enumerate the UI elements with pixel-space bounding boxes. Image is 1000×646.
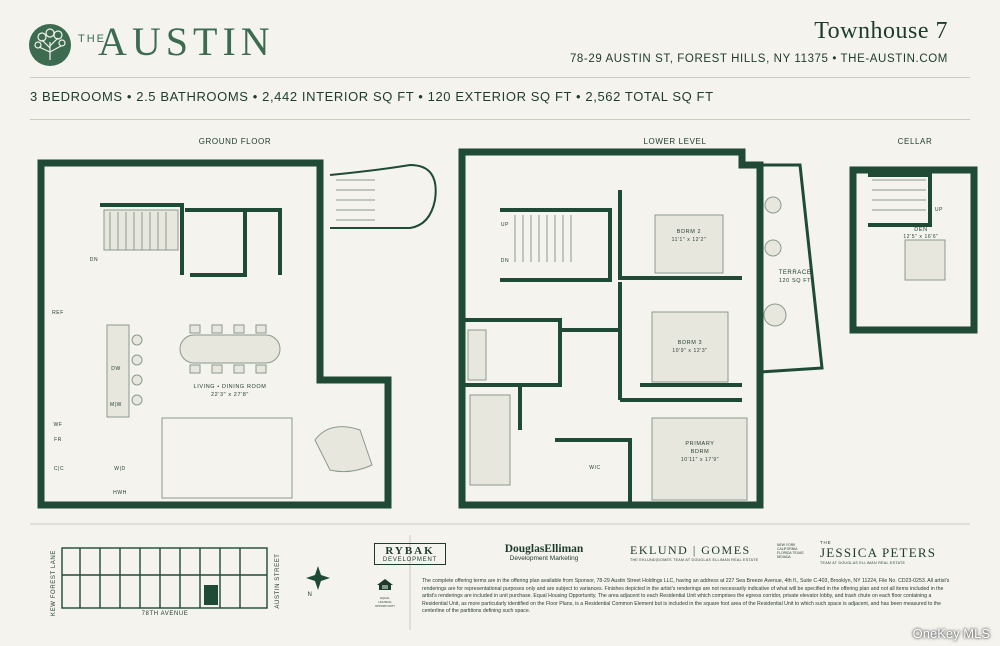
eho-2: OPPORTUNITY: [374, 604, 396, 608]
den-sofa: [904, 239, 946, 281]
stairs-ground: [103, 209, 179, 251]
dn-lower: DN: [500, 258, 510, 264]
key-north: N: [307, 592, 313, 598]
ground-floor-walls: [37, 159, 392, 509]
dw-label: DW: [111, 366, 121, 372]
de-sub: Development Marketing: [509, 555, 579, 562]
living-dining-name: LIVING • DINING ROOM: [193, 384, 267, 390]
key-avenue: 78TH AVENUE: [141, 611, 189, 617]
wf-label: WF: [53, 422, 63, 428]
eklund-gomes-logo: EKLUND | GOMES THE EKLUND|GOMES TEAM AT …: [630, 543, 810, 562]
specs-divider: [30, 119, 970, 120]
dn-ground: DN: [89, 257, 99, 263]
piano: [314, 426, 373, 473]
fine-print: The complete offering terms are in the o…: [422, 578, 950, 615]
bdrm3-name: BDRM 3: [677, 340, 703, 346]
jp-sub: TEAM AT DOUGLAS ELLIMAN REAL ESTATE: [820, 561, 906, 565]
eklund-sub: THE EKLUND|GOMES TEAM AT DOUGLAS ELLIMAN…: [630, 558, 759, 562]
cellar-title: CELLAR: [897, 137, 933, 146]
terrace-name: TERRACE: [778, 270, 812, 276]
ground-floor-title: GROUND FLOOR: [198, 137, 272, 146]
den-dims: 12'5" x 16'6": [903, 234, 939, 240]
dining-table: [179, 334, 281, 364]
primary-name-2: BDRM: [690, 449, 710, 455]
terrace-dims: 120 SQ FT: [778, 278, 812, 284]
jp-the: THE: [820, 540, 832, 545]
compass-icon: [306, 566, 330, 590]
key-plan: [61, 547, 268, 609]
unit-specs: 3 BEDROOMS • 2.5 BATHROOMS • 2,442 INTER…: [30, 89, 714, 104]
bdrm2-dims: 11'1" x 12'2": [671, 237, 707, 243]
equal-housing-logo: EQUAL HOUSING OPPORTUNITY: [374, 578, 396, 608]
living-dining-dims: 22'3" x 27'8": [211, 392, 249, 398]
eklund-states: NEW YORK CALIFORNIA FLORIDA TEXAS NEVADA: [777, 543, 804, 559]
douglas-elliman-logo: DouglasElliman Development Marketing: [489, 543, 599, 562]
cellar-walls: [849, 166, 978, 334]
key-plan-unit: [204, 585, 218, 605]
wd-label: W|D: [114, 466, 126, 472]
mw-label: M|W: [110, 402, 122, 408]
den-name: DEN: [914, 227, 928, 233]
de-title: DouglasElliman: [504, 543, 584, 555]
rybak-logo: RYBAK DEVELOPMENT: [374, 543, 446, 565]
sofa: [161, 417, 293, 499]
unit-title: Townhouse 7: [814, 18, 948, 44]
bdrm3-dims: 10'9" x 12'3": [672, 348, 708, 354]
cc-label: C|C: [53, 466, 65, 472]
unit-address: 78-29 AUSTIN ST, FOREST HILLS, NY 11375 …: [569, 53, 948, 65]
bdrm2-name: BDRM 2: [676, 229, 702, 235]
up-cellar: UP: [934, 207, 944, 213]
wic-label: WIC: [589, 465, 601, 471]
eklund-title: EKLUND | GOMES: [630, 543, 751, 557]
rybak-sub: DEVELOPMENT: [382, 557, 438, 563]
bed-primary: [651, 417, 748, 501]
primary-dims: 10'11" x 17'9": [680, 457, 720, 463]
bed-bdrm3: [651, 311, 729, 383]
brand-the: THE: [78, 33, 106, 45]
kitchen-island: [106, 324, 130, 418]
eho-1: EQUAL HOUSING: [378, 596, 392, 604]
up-lower: UP: [500, 222, 510, 228]
key-kew-forest: KEW FOREST LANE: [51, 550, 57, 616]
equal-housing-icon: [377, 579, 393, 590]
brand-name: AUSTIN: [98, 19, 275, 64]
fr-label: FR: [54, 437, 62, 443]
key-street: AUSTIN STREET: [275, 553, 281, 609]
jessica-peters-logo: THE JESSICA PETERS TEAM AT DOUGLAS ELLIM…: [820, 540, 960, 565]
header-divider: [30, 77, 970, 78]
lower-level-title: LOWER LEVEL: [643, 137, 707, 146]
tree-emblem-icon: [29, 24, 71, 66]
ref-label: REF: [52, 310, 64, 316]
bed-bdrm2: [654, 214, 724, 274]
hwh-label: HWH: [113, 490, 127, 496]
rybak-title: RYBAK: [385, 545, 435, 557]
primary-name-1: PRIMARY: [685, 441, 715, 447]
watermark: OneKey MLS: [912, 626, 990, 641]
jp-title: JESSICA PETERS: [820, 545, 937, 560]
